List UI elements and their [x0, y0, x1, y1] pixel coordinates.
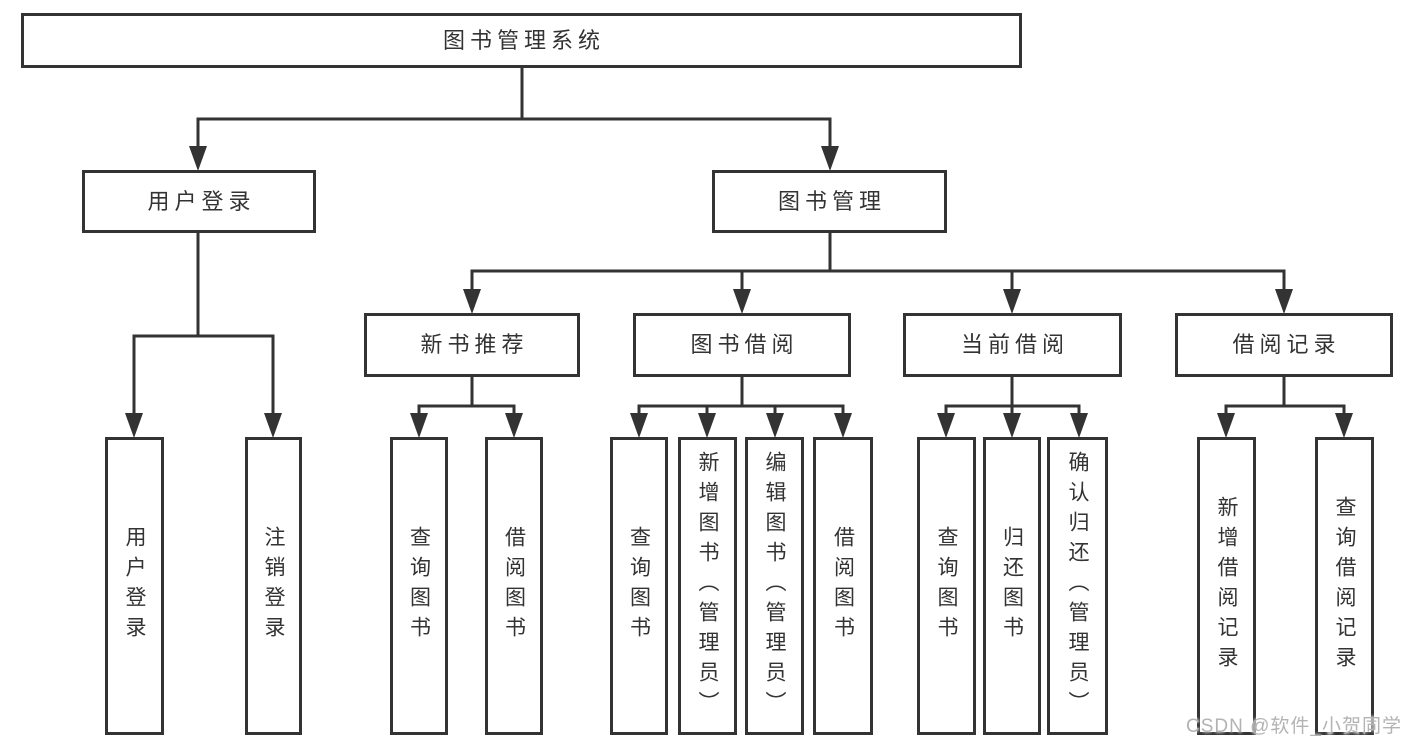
arrow-down-icon — [1070, 413, 1088, 438]
arrow-down-icon — [630, 413, 648, 438]
arrow-down-icon — [766, 413, 784, 438]
arrow-down-icon — [821, 146, 839, 171]
node-borrow-records: 借阅记录 — [1175, 313, 1393, 377]
arrow-down-icon — [1335, 413, 1353, 438]
arrow-down-icon — [733, 289, 751, 314]
leaf-query-book-current: 查询图书 — [917, 437, 976, 735]
arrow-down-icon — [1217, 413, 1235, 438]
leaf-borrow-book: 借阅图书 — [813, 437, 873, 735]
arrow-down-icon — [698, 413, 716, 438]
arrow-down-icon — [264, 413, 282, 438]
leaf-add-book-admin: 新增图书（管理员） — [678, 437, 737, 735]
arrow-down-icon — [937, 413, 955, 438]
csdn-watermark: CSDN @软件_小贺同学 — [1186, 716, 1402, 737]
node-root-system: 图书管理系统 — [21, 13, 1022, 68]
leaf-borrow-book-recommend: 借阅图书 — [485, 437, 543, 735]
arrow-down-icon — [410, 413, 428, 438]
arrow-down-icon — [1003, 289, 1021, 314]
arrow-down-icon — [189, 146, 207, 171]
arrow-down-icon — [505, 413, 523, 438]
arrow-down-icon — [1003, 413, 1021, 438]
node-new-book-recommend: 新书推荐 — [364, 313, 580, 377]
leaf-add-borrow-record: 新增借阅记录 — [1197, 437, 1256, 735]
leaf-query-book-recommend: 查询图书 — [390, 437, 448, 735]
node-user-login: 用户登录 — [82, 170, 316, 233]
leaf-query-borrow-record: 查询借阅记录 — [1315, 437, 1374, 735]
leaf-edit-book-admin: 编辑图书（管理员） — [745, 437, 804, 735]
arrow-down-icon — [1275, 289, 1293, 314]
leaf-query-book-borrow: 查询图书 — [610, 437, 668, 735]
arrow-down-icon — [834, 413, 852, 438]
leaf-confirm-return-admin: 确认归还（管理员） — [1047, 437, 1108, 735]
node-book-borrow: 图书借阅 — [633, 313, 851, 377]
leaf-logout: 注销登录 — [245, 437, 302, 735]
leaf-user-login: 用户登录 — [105, 437, 164, 735]
arrow-down-icon — [125, 413, 143, 438]
node-current-borrow: 当前借阅 — [903, 313, 1122, 377]
node-book-management: 图书管理 — [712, 170, 947, 233]
leaf-return-book: 归还图书 — [983, 437, 1041, 735]
arrow-down-icon — [463, 289, 481, 314]
